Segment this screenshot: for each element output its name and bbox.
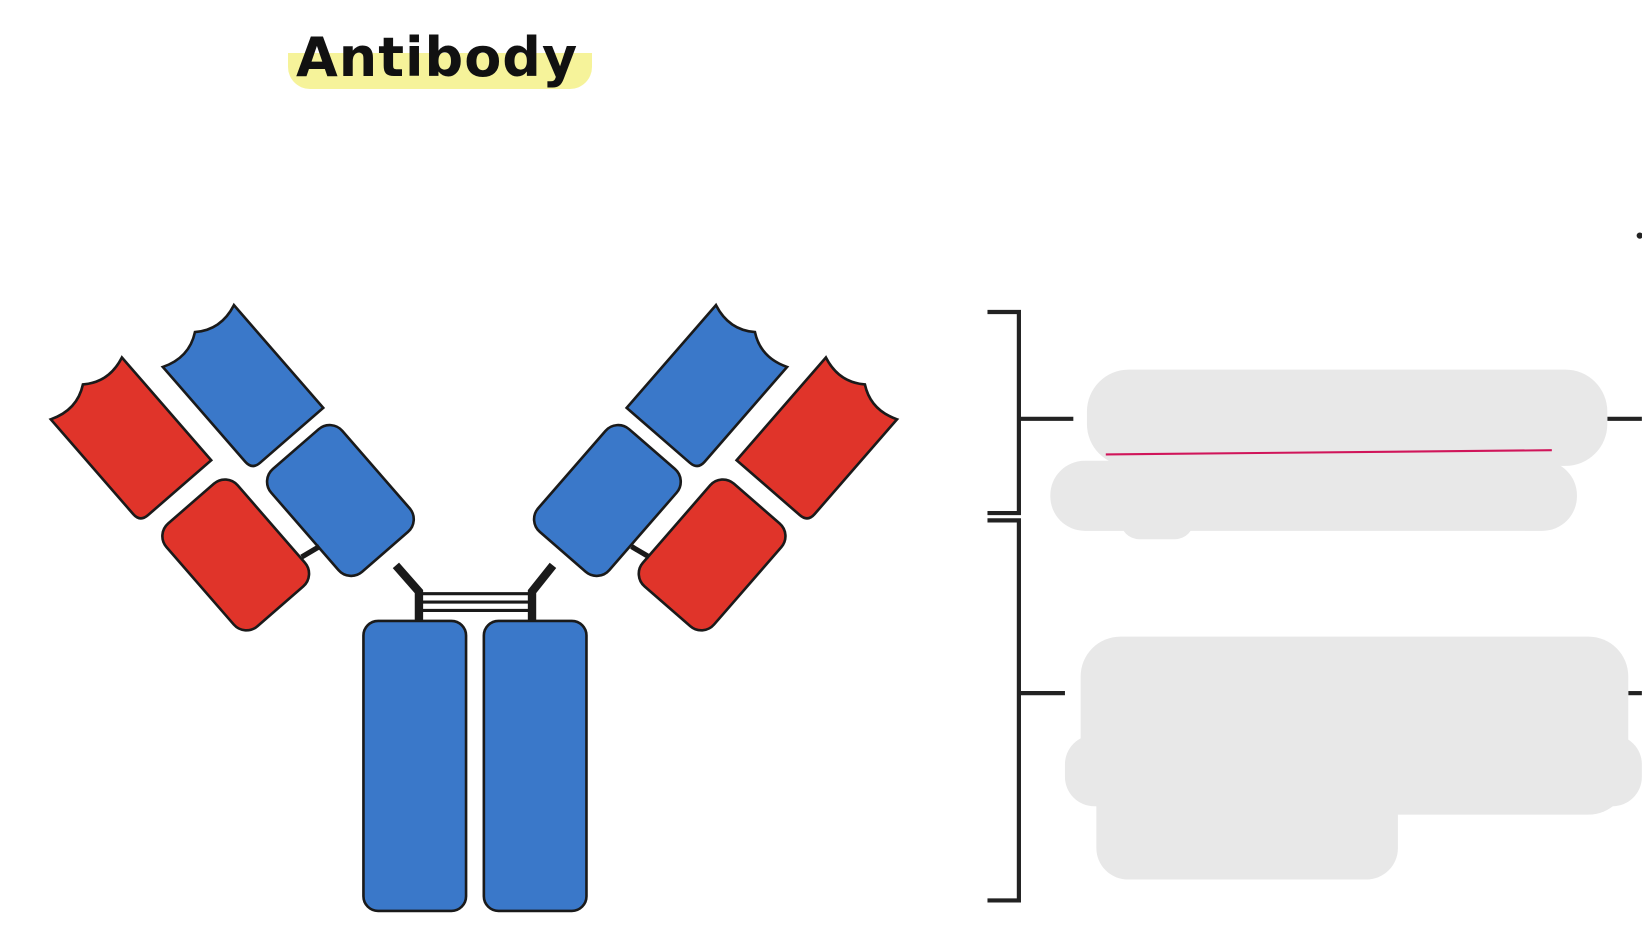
left-light-chain-constant <box>161 478 311 632</box>
label-covers <box>1050 369 1642 880</box>
diagram-title: Antibody <box>288 24 593 89</box>
disulfide-bonds <box>300 544 651 621</box>
fab-bracket <box>987 309 1021 516</box>
left-fc-heavy-chain <box>362 619 468 913</box>
annotation-underline <box>1105 449 1552 456</box>
left-heavy-chain-constant <box>265 423 416 578</box>
right-heavy-chain-constant <box>532 423 683 578</box>
fc-bracket <box>987 518 1021 903</box>
left-heavy-chain-variable <box>160 302 326 468</box>
left-light-chain-variable <box>48 355 214 520</box>
right-fc-heavy-chain <box>482 619 588 913</box>
right-light-chain-variable <box>734 355 900 520</box>
right-light-chain-constant <box>637 478 787 632</box>
fab-label-cover <box>1086 369 1608 466</box>
right-heavy-chain-variable <box>624 302 790 468</box>
stray-mark <box>1636 232 1642 239</box>
